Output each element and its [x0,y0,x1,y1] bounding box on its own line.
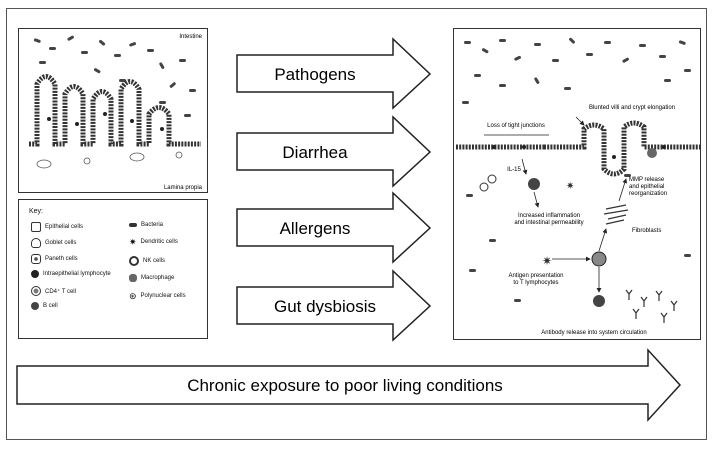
b-cell-icon [31,302,39,310]
inflammation-label-2: and intestinal permeability [514,220,583,226]
intestine-illustration: Intestine Lamina propia [29,34,203,191]
il15-label: IL-15 [507,167,521,173]
antigen-label-1: Antigen presentation [508,273,563,279]
key-polynuclear: ⊛Polynuclear cells [129,291,186,301]
tight-junctions-label: Loss of tight junctions [487,123,545,129]
cd4-t-cell-icon [31,286,41,296]
outcome-illustration: ✷ ✷ Blunted villi and crypt elongation [456,37,700,336]
paneth-cell-icon [31,254,41,264]
macrophage [647,148,657,158]
cd4-t-cell [528,178,540,190]
blunted-villi-label: Blunted villi and crypt elongation [589,105,675,111]
dendritic-cell-icon: ✷ [542,254,552,268]
key-cd4: CD4⁺ T cell [31,286,76,296]
figure-frame [6,8,707,440]
key-epithelial: Epithelial cells [31,222,83,232]
mmp-label-2: and epithelial [629,184,664,190]
antibody-release-label: Antibody release into system circulation [541,330,646,336]
key-paneth: Paneth cells [31,254,78,264]
dendritic-cell-icon: ✷ [566,181,574,192]
nk-cell-icon [129,256,139,266]
key-goblet: Goblet cells [31,238,76,248]
polynuclear-cell [487,174,497,184]
antibodies [625,289,678,323]
mmp-label-1: MMP release [629,177,665,183]
key-title: Key: [29,208,44,215]
intestine-label: Intestine [179,34,202,40]
macrophage-icon [129,274,137,282]
polynuclear-cell [479,182,489,192]
fibroblasts-shape [603,204,629,225]
intraepithelial-lymphocyte-icon [31,270,39,278]
fibroblasts-label: Fibroblasts [632,228,661,234]
inflammation-label-1: Increased inflammation [518,213,580,219]
antigen-presenting-cell [591,251,607,267]
key-dendritic: ✷Dendritic cells [129,237,178,247]
outcome-panel: ✷ ✷ Blunted villi and crypt elongation [453,28,701,340]
dendritic-cell-icon: ✷ [129,237,137,247]
intestine-panel: Intestine Lamina propia [18,28,208,193]
goblet-cell-icon [31,238,41,248]
polynuclear-cell-icon: ⊛ [129,291,137,301]
key-bcell: B cell [31,302,58,310]
key-iel: Intraepithelial lymphocyte [31,270,111,278]
key-panel: Key: Epithelial cells Goblet cells Panet… [18,199,208,339]
antigen-label-2: to T lymphocytes [513,280,558,286]
key-nk: NK cells [129,256,165,266]
bacteria-icon [129,223,137,227]
epithelial-cell-icon [31,222,41,232]
key-bacteria: Bacteria [129,222,163,228]
b-cell [593,295,605,307]
mmp-label-3: reorganization [629,191,667,197]
lamina-propia-label: Lamina propia [164,185,203,191]
key-macrophage: Macrophage [129,274,174,282]
